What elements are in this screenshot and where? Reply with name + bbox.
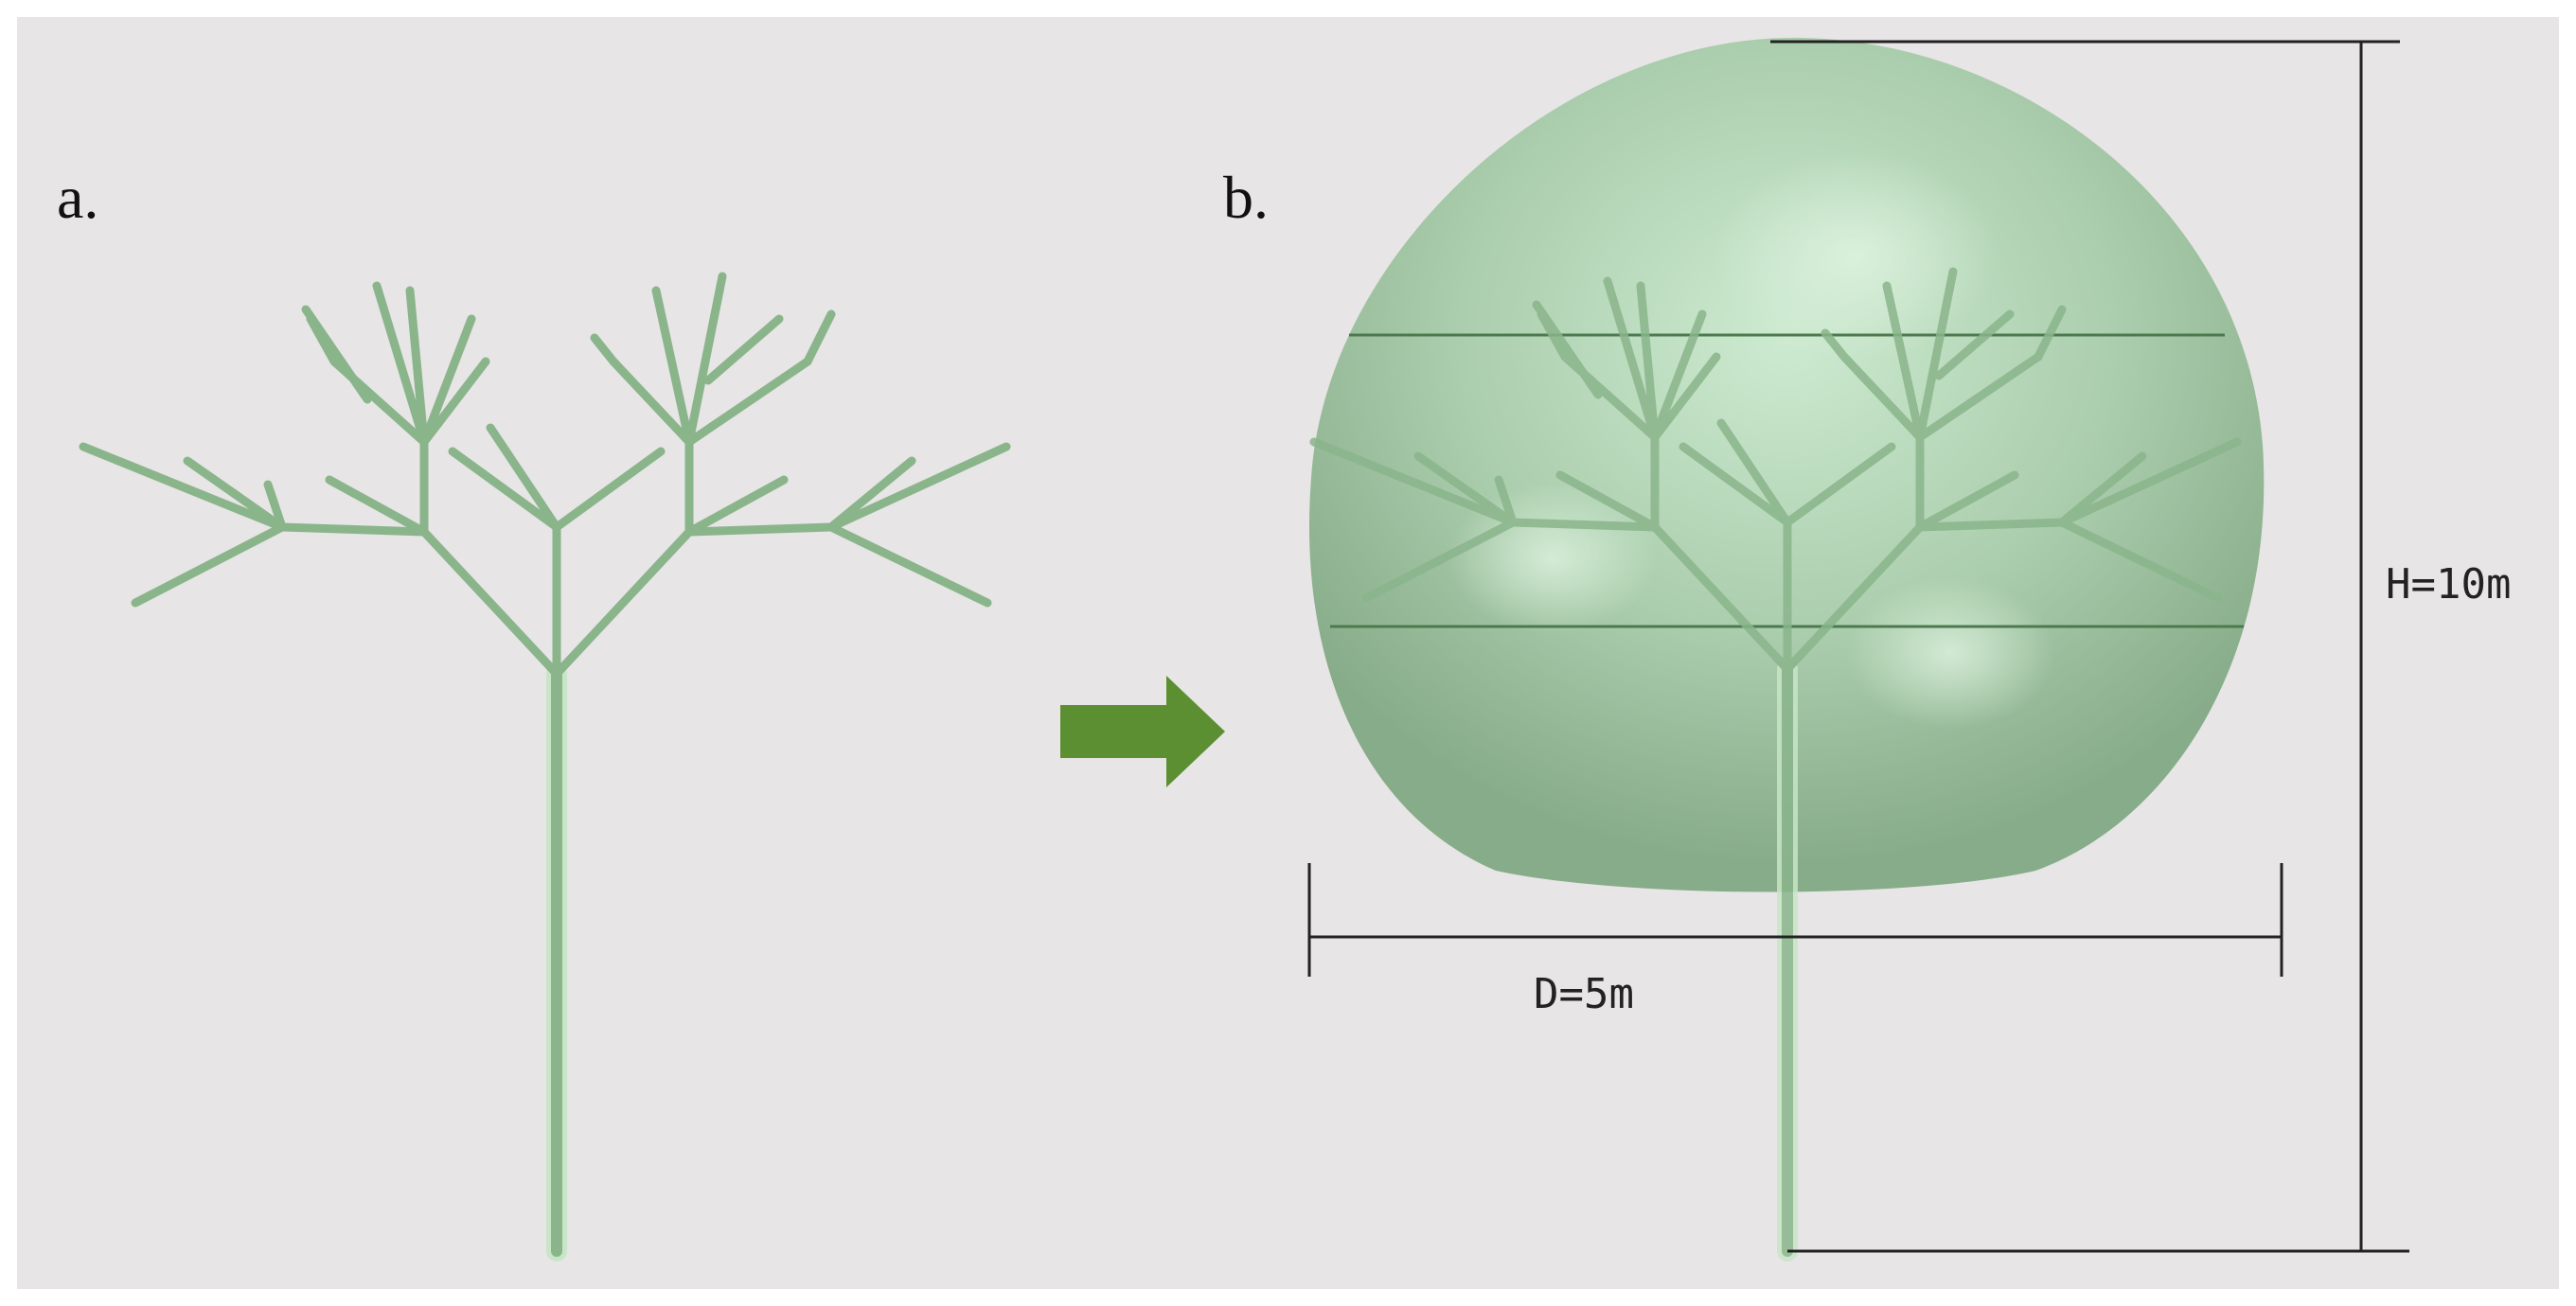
panel-a-label: a. [57,164,98,231]
crown-envelope [1309,37,2265,892]
tree-branch [1839,352,1925,442]
tree-branch [1915,470,2019,532]
tree-branch [2034,305,2067,362]
tree-branch [684,475,789,537]
tree-branch [1915,267,1958,442]
tree-branch [131,522,287,608]
tree-branch [1361,518,1518,603]
tree-branch [448,447,561,532]
tree-branch [1636,281,1660,442]
height-label: H=10m [2386,560,2511,609]
tree-branch [419,314,476,447]
tree-branch [183,456,287,532]
right-arrow-icon [1060,676,1225,787]
tree-branch [1537,309,1570,362]
tree-branch [1783,442,1896,527]
tree-branch [1915,352,2043,442]
tree-branch [552,447,666,532]
tree-branch [419,357,490,447]
tree-branch [2057,518,2223,603]
tree-branch [2057,437,2242,527]
panel-a: a. [57,164,1011,1262]
tree-branch [1413,451,1518,527]
tree-branch [277,522,429,537]
tree-branch [1309,437,1518,527]
tree-branch [1650,309,1707,442]
tree-branch [1679,442,1792,527]
tree-branch [1821,328,1849,362]
tree-branch [1783,522,1925,674]
tree-branch [1508,518,1660,532]
tree-branch [826,522,992,608]
height-dimension: H=10m [1770,40,2511,1253]
tree-branch [306,314,339,366]
tree-branch [405,286,429,447]
tree-branch [1716,418,1792,527]
panel-b-label: b. [1223,164,1269,231]
panel-b: b. H=10m D=5m [1223,37,2511,1262]
tree-branch [609,357,694,447]
tree-branch [826,456,916,532]
tree-skeleton-a [79,272,1011,1262]
tree-branch [651,286,694,447]
tree-branch [1555,470,1660,532]
tree-branch [1650,352,1721,442]
tree-branch [325,475,429,537]
tree-branch [684,357,812,447]
tree-branch [684,272,727,447]
tree-branch [703,314,784,385]
tree-branch [372,281,429,447]
tree-branch [1915,518,2067,532]
tree-branch [1650,522,1792,674]
tree-skeleton-b [1309,267,2242,1262]
tree-branch [1603,276,1660,442]
tree-branch [590,333,618,366]
tree-branch [803,309,836,366]
tree-branch [79,442,287,532]
tree-branch [1934,309,2015,380]
tree-branch [684,522,836,537]
tree-branch [1494,475,1518,527]
tree-branch [826,442,1011,532]
tree-branch [552,527,694,679]
diameter-label: D=5m [1534,970,1634,1018]
tree-branch [263,480,287,532]
diameter-dimension: D=5m [1307,863,2283,1018]
tree-branch [419,527,561,679]
tree-branch [1882,281,1925,442]
tree-branch [2057,451,2147,527]
tree-branch [486,423,561,532]
